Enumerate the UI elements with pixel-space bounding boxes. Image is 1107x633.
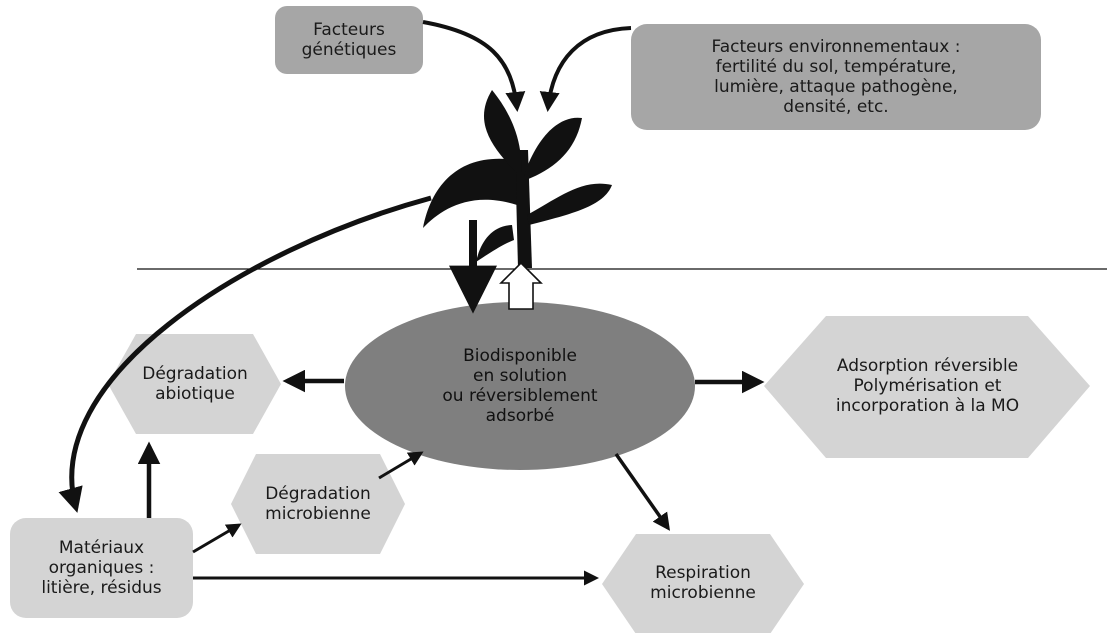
arrow-genetic-to-plant [422,20,526,112]
arrow-microbial-degradation-to-solution [378,451,424,480]
reversible-adsorption-hexagon [764,316,1090,458]
environmental-factors-box [631,24,1041,130]
bioavailable-ellipse [345,302,695,470]
arrow-solution-to-respiration [614,452,671,531]
abiotic-degradation-hexagon [108,334,281,434]
plant-silhouette [423,90,612,268]
microbial-degradation-hexagon [231,454,405,554]
arrow-plant-to-organic-materials [58,195,432,513]
arrow-uptake-hollow [499,261,543,310]
organic-materials-box [10,518,193,618]
arrow-environmental-to-plant [539,26,632,112]
arrow-organic-to-microbial-degradation [192,523,242,554]
genetic-factors-box [275,6,423,74]
microbial-respiration-hexagon [602,534,804,633]
